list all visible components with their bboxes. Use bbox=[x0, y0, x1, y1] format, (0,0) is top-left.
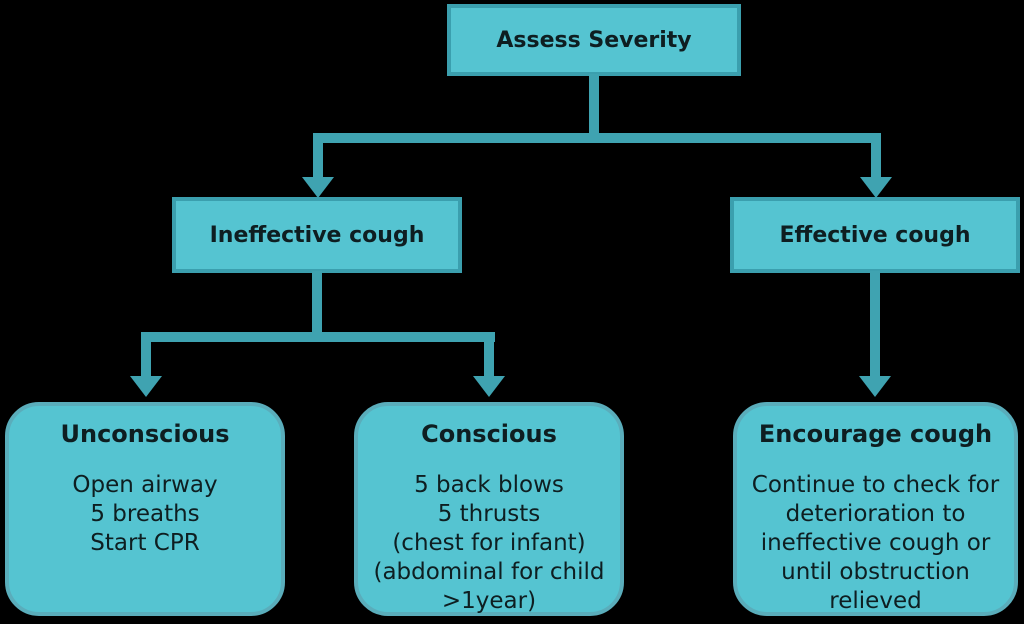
node-effective-cough-label: Effective cough bbox=[779, 222, 971, 248]
node-assess-severity-label: Assess Severity bbox=[496, 27, 692, 53]
arrow-down-icon bbox=[130, 376, 162, 397]
arrow-down-icon bbox=[302, 177, 334, 198]
connector-conscious-drop bbox=[484, 338, 494, 377]
connector-ineffective-drop bbox=[313, 133, 323, 178]
node-conscious-title: Conscious bbox=[421, 420, 557, 448]
connector-ineffective-vertical bbox=[312, 271, 322, 337]
node-encourage-cough: Encourage cough Continue to check for de… bbox=[733, 402, 1018, 616]
arrow-down-icon bbox=[859, 376, 891, 397]
connector-outcome-horizontal bbox=[141, 332, 495, 342]
connector-effective-vertical bbox=[870, 271, 880, 377]
node-assess-severity: Assess Severity bbox=[447, 4, 741, 76]
connector-unconscious-drop bbox=[141, 338, 151, 377]
node-effective-cough: Effective cough bbox=[730, 197, 1020, 273]
node-encourage-cough-body: Continue to check for deterioration to i… bbox=[751, 472, 1000, 614]
connector-branch-horizontal bbox=[313, 133, 881, 143]
arrow-down-icon bbox=[473, 376, 505, 397]
connector-effective-drop bbox=[871, 133, 881, 178]
node-unconscious: Unconscious Open airway 5 breaths Start … bbox=[5, 402, 285, 616]
node-ineffective-cough: Ineffective cough bbox=[172, 197, 462, 273]
node-unconscious-title: Unconscious bbox=[60, 420, 230, 448]
node-encourage-cough-title: Encourage cough bbox=[758, 420, 993, 448]
connector-assess-vertical bbox=[589, 74, 599, 135]
node-unconscious-body: Open airway 5 breaths Start CPR bbox=[72, 472, 218, 556]
node-conscious: Conscious 5 back blows 5 thrusts (chest … bbox=[354, 402, 624, 616]
node-conscious-body: 5 back blows 5 thrusts (chest for infant… bbox=[373, 472, 605, 614]
arrow-down-icon bbox=[860, 177, 892, 198]
node-ineffective-cough-label: Ineffective cough bbox=[209, 222, 425, 248]
